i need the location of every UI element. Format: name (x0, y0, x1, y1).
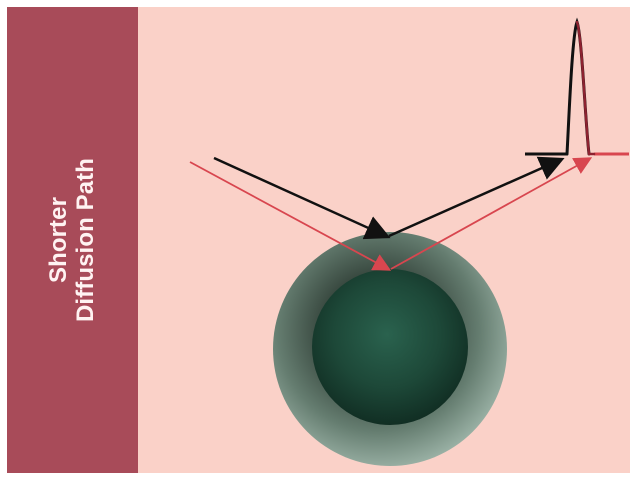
sidebar-label: Shorter Diffusion Path (46, 158, 100, 322)
sidebar-label-panel: Shorter Diffusion Path (7, 7, 138, 473)
sidebar-label-line-1: Shorter (46, 158, 73, 322)
sidebar-label-line-2: Diffusion Path (73, 158, 100, 322)
diagram-panel (138, 7, 630, 473)
